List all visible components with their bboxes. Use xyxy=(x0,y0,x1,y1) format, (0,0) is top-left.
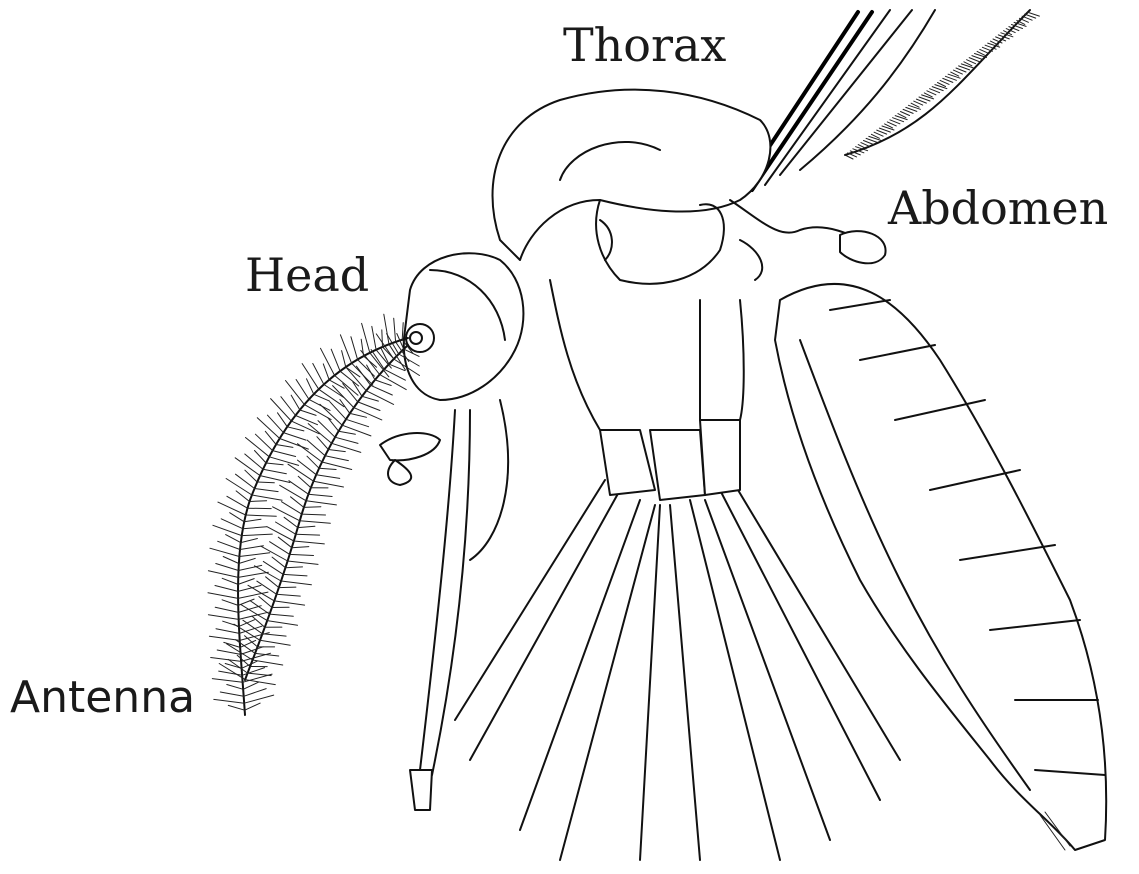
label-head: Head xyxy=(245,252,369,298)
label-abdomen: Abdomen xyxy=(888,185,1108,231)
thorax-shape xyxy=(493,90,886,284)
head-shape xyxy=(380,253,523,810)
label-antenna: Antenna xyxy=(10,676,195,720)
antenna-shape xyxy=(208,314,420,715)
wing-base xyxy=(742,10,1039,190)
abdomen-shape xyxy=(775,284,1106,850)
label-thorax: Thorax xyxy=(563,22,726,68)
